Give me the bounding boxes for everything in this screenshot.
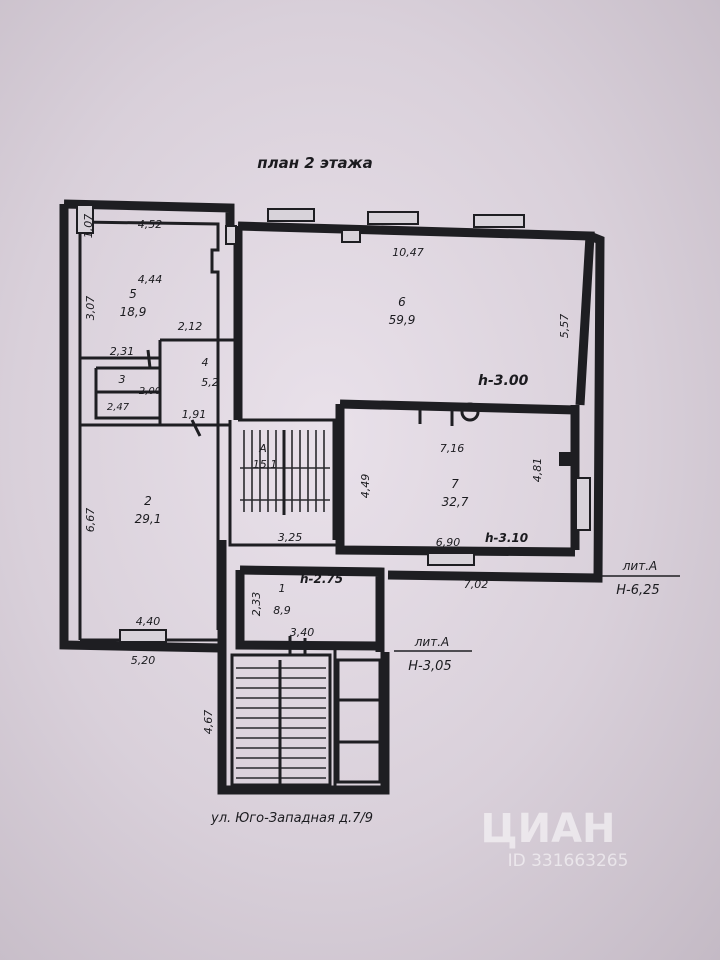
doors <box>146 349 571 655</box>
dim-107: 1,07 <box>82 214 95 239</box>
dim-444: 4,44 <box>138 273 163 286</box>
lit-lower: лит.А Н-3,05 <box>394 635 472 674</box>
walls <box>59 199 605 795</box>
room-2-number: 2 <box>144 494 152 508</box>
dim-716: 7,16 <box>440 442 465 455</box>
dimension-labels: 4,52 4,44 10,47 2,12 2,31 2,47 1,91 7,16… <box>82 214 571 735</box>
room-a-area: 15,1 <box>253 458 278 471</box>
lit-upper-height: Н-6,25 <box>616 583 659 598</box>
dim-191: 1,91 <box>182 408 207 421</box>
room-6-area: 59,9 <box>389 313 416 327</box>
stair-lower <box>236 660 326 785</box>
windows <box>76 204 591 643</box>
dim-247: 2,47 <box>107 402 130 413</box>
dim-520: 5,20 <box>131 654 156 667</box>
dim-340: 3,40 <box>290 626 315 639</box>
room-1-number: 1 <box>279 582 286 595</box>
room-3-number: 3 <box>119 373 126 386</box>
dim-702: 7,02 <box>464 578 489 591</box>
address-label: ул. Юго-Западная д.7/9 <box>210 811 373 826</box>
room-6-number: 6 <box>398 295 406 309</box>
height-room-6: h-3.00 <box>478 373 529 389</box>
dim-467: 4,67 <box>202 710 215 735</box>
dim-200: 2,00 <box>139 386 161 397</box>
dim-557: 5,57 <box>558 314 571 339</box>
dim-231: 2,31 <box>110 345 135 358</box>
lit-lower-label: лит.А <box>414 635 449 649</box>
cian-watermark: ЦИАН ID 331663265 <box>480 806 628 871</box>
dim-481: 4,81 <box>531 458 544 483</box>
dim-440: 4,40 <box>136 615 161 628</box>
room-4-area: 5,2 <box>201 376 219 389</box>
dim-325: 3,25 <box>278 531 303 544</box>
lit-lower-height: Н-3,05 <box>408 659 451 674</box>
dim-233: 2,33 <box>250 592 263 617</box>
room-2-area: 29,1 <box>135 512 162 526</box>
dim-212: 2,12 <box>178 320 203 333</box>
room-5-number: 5 <box>129 287 137 301</box>
plan-title: план 2 этажа <box>257 154 372 172</box>
dim-667: 6,67 <box>84 508 97 533</box>
room-5-area: 18,9 <box>120 305 147 319</box>
watermark-brand: ЦИАН <box>480 806 615 852</box>
stair-a <box>240 430 330 515</box>
dim-449: 4,49 <box>359 474 372 499</box>
room-labels: 6 59,9 7 32,7 2 29,1 5 18,9 4 5,2 3 А 15… <box>119 287 469 617</box>
height-room-7: h-3.10 <box>485 531 528 545</box>
dim-307: 3,07 <box>84 296 97 321</box>
height-room-1: h-2.75 <box>300 572 343 586</box>
dim-690: 6,90 <box>436 536 461 549</box>
watermark-id: ID 331663265 <box>508 851 629 871</box>
lit-upper-label: лит.А <box>622 559 657 573</box>
dim-452: 4,52 <box>138 218 163 231</box>
room-7-area: 32,7 <box>442 495 469 509</box>
room-7-number: 7 <box>451 477 459 491</box>
height-labels: h-3.00 h-3.10 h-2.75 <box>300 373 529 586</box>
room-1-area: 8,9 <box>273 604 291 617</box>
lit-upper: лит.А Н-6,25 <box>602 559 680 598</box>
room-a-number: А <box>258 442 267 455</box>
room-4-number: 4 <box>202 356 209 369</box>
dim-1047: 10,47 <box>392 246 424 259</box>
